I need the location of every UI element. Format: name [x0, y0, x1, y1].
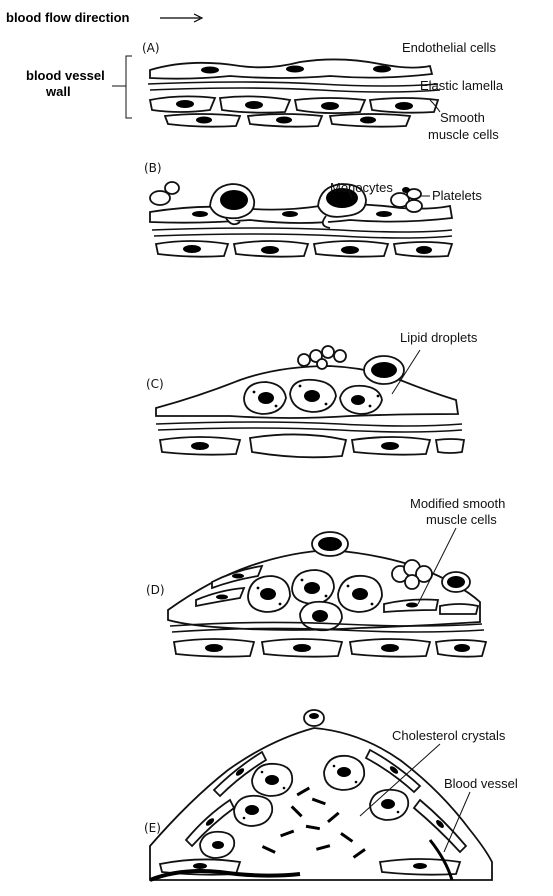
panel-b: (B) [144, 161, 482, 257]
wall-label-line2: wall [45, 84, 71, 99]
monocytes-label: Monocytes [330, 180, 393, 195]
panel-d: (D) [146, 496, 505, 657]
panel-c: (C) Lipid droplets [146, 330, 478, 457]
monocyte-e-top [304, 710, 324, 726]
blood-vessel-label: Blood vessel [444, 776, 518, 791]
lipid-droplets-top [298, 346, 346, 369]
panel-d-tag: (D) [146, 583, 165, 597]
lipid-droplets-label: Lipid droplets [400, 330, 478, 345]
endothelial-layer [150, 59, 432, 78]
wall-label: blood vessel [26, 68, 105, 83]
panel-e-tag: (E) [144, 821, 161, 835]
smooth-muscle-layer-b [156, 241, 452, 257]
elastic-lamella-label: Elastic lamella [420, 78, 504, 93]
smooth-muscle-label: Smooth [440, 110, 485, 125]
panel-a: (A) Endothelial cells Elastic lamella Sm… [142, 40, 504, 142]
modified-smc-label: Modified smooth [410, 496, 505, 511]
elastic-lamella [148, 82, 438, 86]
flow-arrow-icon [160, 14, 202, 22]
panel-c-tag: (C) [146, 377, 164, 391]
smooth-muscle-layer-a [150, 96, 438, 126]
monocyte-c [364, 356, 404, 384]
platelet-cluster-left [150, 182, 179, 205]
foam-cells-c [244, 380, 382, 414]
panel-b-tag: (B) [144, 161, 162, 175]
platelets-label: Platelets [432, 188, 482, 203]
smooth-muscle-layer-c [160, 434, 464, 457]
wall-bracket [112, 56, 132, 118]
modified-smc-label-line2: muscle cells [426, 512, 497, 527]
smooth-muscle-layer-d [174, 639, 486, 657]
flow-direction-label: blood flow direction [6, 10, 130, 25]
cholesterol-label: Cholesterol crystals [392, 728, 506, 743]
panel-a-tag: (A) [142, 41, 160, 55]
panel-e: (E) [144, 710, 518, 880]
endothelial-label: Endothelial cells [402, 40, 496, 55]
monocyte-d-top [312, 532, 348, 556]
smooth-muscle-label-line2: muscle cells [428, 127, 499, 142]
